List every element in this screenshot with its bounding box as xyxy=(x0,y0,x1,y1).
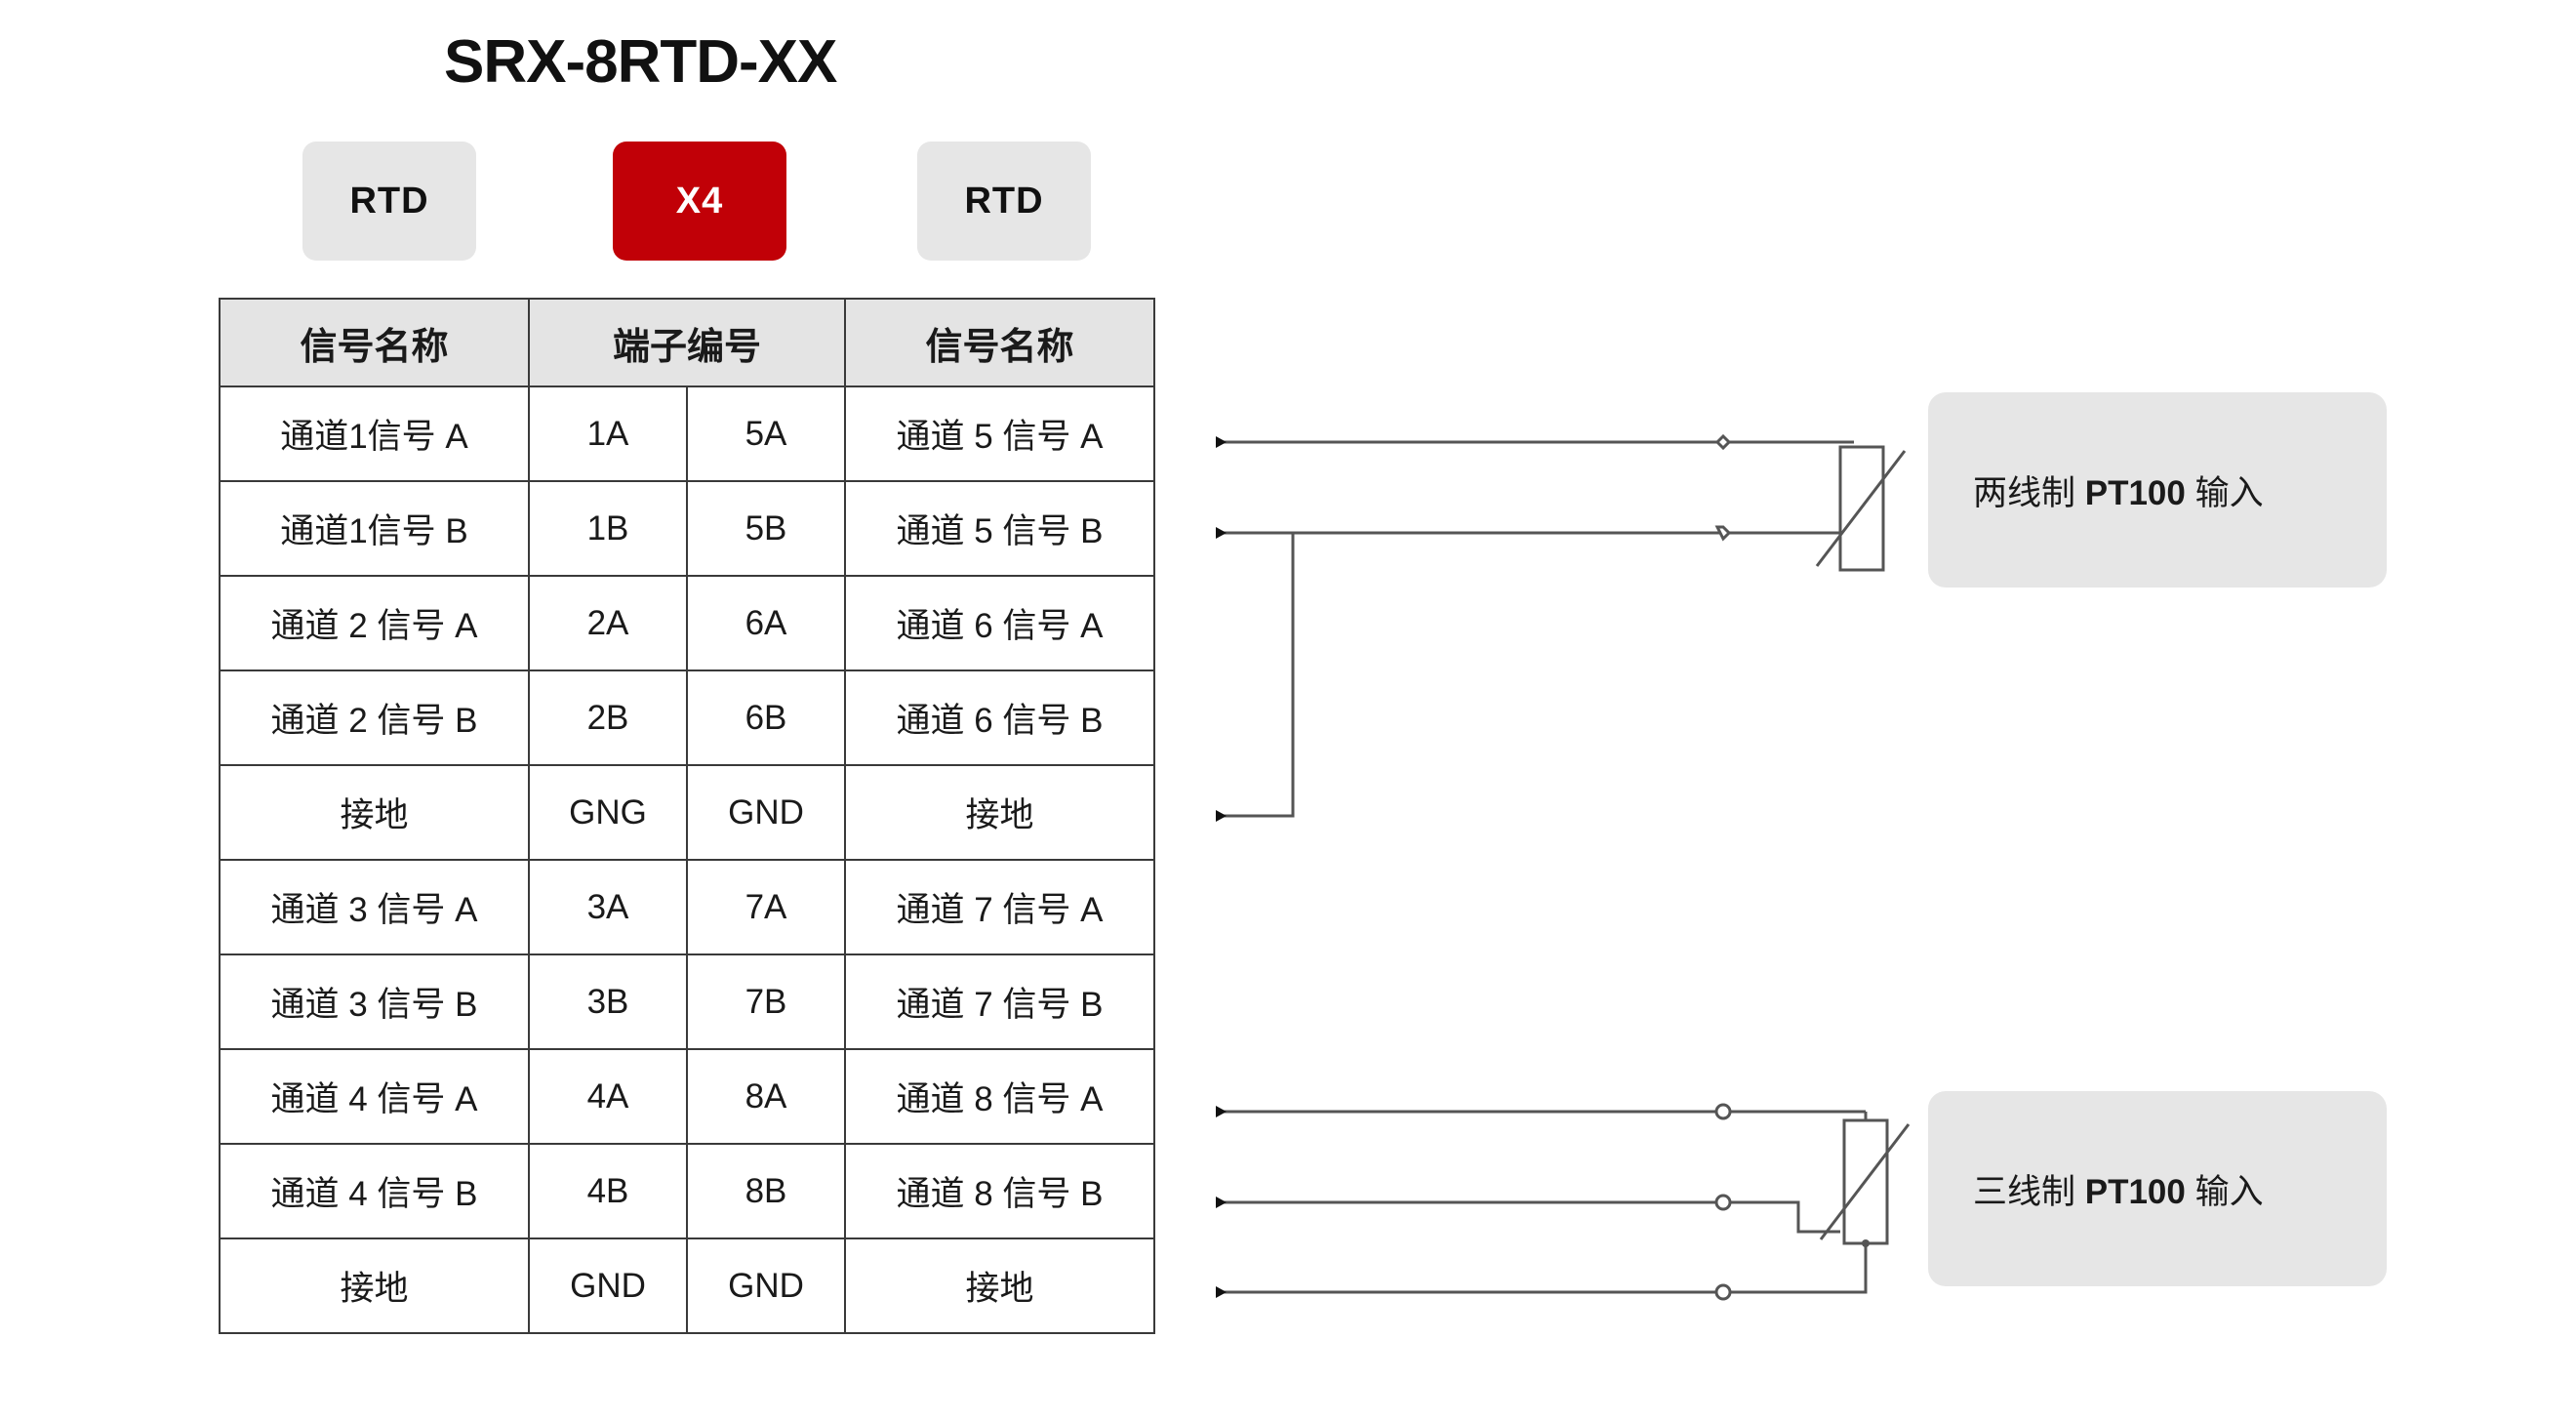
badge-label: RTD xyxy=(349,180,429,222)
cell-left-terminal: 1A xyxy=(528,385,688,482)
rtd-sensor-body xyxy=(1842,1118,1889,1245)
callout-prefix: 两线制 xyxy=(1973,473,2085,512)
cell-left-signal: 通道1信号 B xyxy=(219,480,530,577)
cell-right-terminal: GND xyxy=(686,764,846,861)
three-wire-pt100-circuit xyxy=(1216,1103,1911,1301)
wire-8b xyxy=(1216,1197,1840,1234)
two-wire-pt100-circuit xyxy=(1216,433,1907,822)
header-right-signal-name: 信号名称 xyxy=(844,298,1155,387)
cell-right-terminal: 8B xyxy=(686,1143,846,1239)
cell-left-terminal: 4B xyxy=(528,1143,688,1239)
junction-dot xyxy=(1862,1239,1870,1247)
header-left-signal-name: 信号名称 xyxy=(219,298,530,387)
cell-right-terminal: GND xyxy=(686,1237,846,1334)
cell-left-terminal: 2B xyxy=(528,669,688,766)
callout-text: 三线制 PT100 输入 xyxy=(1973,1164,2264,1214)
terminal-marker-gnd xyxy=(1714,1283,1732,1301)
cell-right-signal: 通道 5 信号 B xyxy=(844,480,1155,577)
cell-right-signal: 通道 6 信号 B xyxy=(844,669,1155,766)
header-terminal-number: 端子编号 xyxy=(528,298,846,387)
cell-left-signal: 通道 2 信号 B xyxy=(219,669,530,766)
terminal-marker-8a xyxy=(1714,1103,1732,1120)
terminal-marker-5a xyxy=(1714,433,1732,451)
cell-right-signal: 接地 xyxy=(844,1237,1155,1334)
cell-left-signal: 通道1信号 A xyxy=(219,385,530,482)
cell-right-terminal: 5B xyxy=(686,480,846,577)
cell-right-terminal: 7A xyxy=(686,859,846,955)
badge-rtd-left: RTD xyxy=(302,142,476,261)
cell-right-signal: 通道 7 信号 A xyxy=(844,859,1155,955)
cell-left-terminal: 3A xyxy=(528,859,688,955)
rtd-sensor-slash xyxy=(1815,450,1907,567)
callout-bold: PT100 xyxy=(2084,473,2186,512)
callout-bold: PT100 xyxy=(2084,1172,2186,1211)
cell-left-terminal: GNG xyxy=(528,764,688,861)
callout-text: 两线制 PT100 输入 xyxy=(1973,466,2264,515)
cell-right-signal: 通道 5 信号 A xyxy=(844,385,1155,482)
badge-label: X4 xyxy=(675,180,724,222)
cell-left-terminal: 3B xyxy=(528,953,688,1050)
cell-right-signal: 接地 xyxy=(844,764,1155,861)
cell-left-signal: 接地 xyxy=(219,1237,530,1334)
cell-left-signal: 通道 4 信号 A xyxy=(219,1048,530,1145)
cell-left-signal: 通道 4 信号 B xyxy=(219,1143,530,1239)
badge-rtd-right: RTD xyxy=(917,142,1091,261)
cell-right-terminal: 7B xyxy=(686,953,846,1050)
cell-right-terminal: 6A xyxy=(686,575,846,671)
cell-left-terminal: GND xyxy=(528,1237,688,1334)
terminal-marker-8b xyxy=(1714,1194,1732,1211)
cell-left-signal: 通道 2 信号 A xyxy=(219,575,530,671)
callout-suffix: 输入 xyxy=(2185,473,2264,512)
badge-label: RTD xyxy=(964,180,1044,222)
table-header-row: 信号名称 端子编号 信号名称 xyxy=(219,298,1155,387)
badge-x4: X4 xyxy=(613,142,786,261)
cell-right-signal: 通道 6 信号 A xyxy=(844,575,1155,671)
callout-three-wire-pt100: 三线制 PT100 输入 xyxy=(1928,1091,2387,1286)
cell-left-terminal: 1B xyxy=(528,480,688,577)
cell-right-terminal: 6B xyxy=(686,669,846,766)
cell-right-signal: 通道 8 信号 B xyxy=(844,1143,1155,1239)
cell-left-signal: 通道 3 信号 A xyxy=(219,859,530,955)
cell-left-terminal: 4A xyxy=(528,1048,688,1145)
cell-left-signal: 接地 xyxy=(219,764,530,861)
page-title: SRX-8RTD-XX xyxy=(444,28,837,96)
rtd-sensor-slash xyxy=(1819,1123,1911,1240)
cell-left-terminal: 2A xyxy=(528,575,688,671)
callout-prefix: 三线制 xyxy=(1973,1172,2085,1211)
terminal-marker-5b xyxy=(1714,525,1732,542)
wire-gnd-branch xyxy=(1216,533,1295,822)
cell-right-terminal: 8A xyxy=(686,1048,846,1145)
callout-suffix: 输入 xyxy=(2185,1172,2264,1211)
cell-right-signal: 通道 7 信号 B xyxy=(844,953,1155,1050)
cell-right-terminal: 5A xyxy=(686,385,846,482)
cell-left-signal: 通道 3 信号 B xyxy=(219,953,530,1050)
callout-two-wire-pt100: 两线制 PT100 输入 xyxy=(1928,392,2387,588)
cell-right-signal: 通道 8 信号 A xyxy=(844,1048,1155,1145)
